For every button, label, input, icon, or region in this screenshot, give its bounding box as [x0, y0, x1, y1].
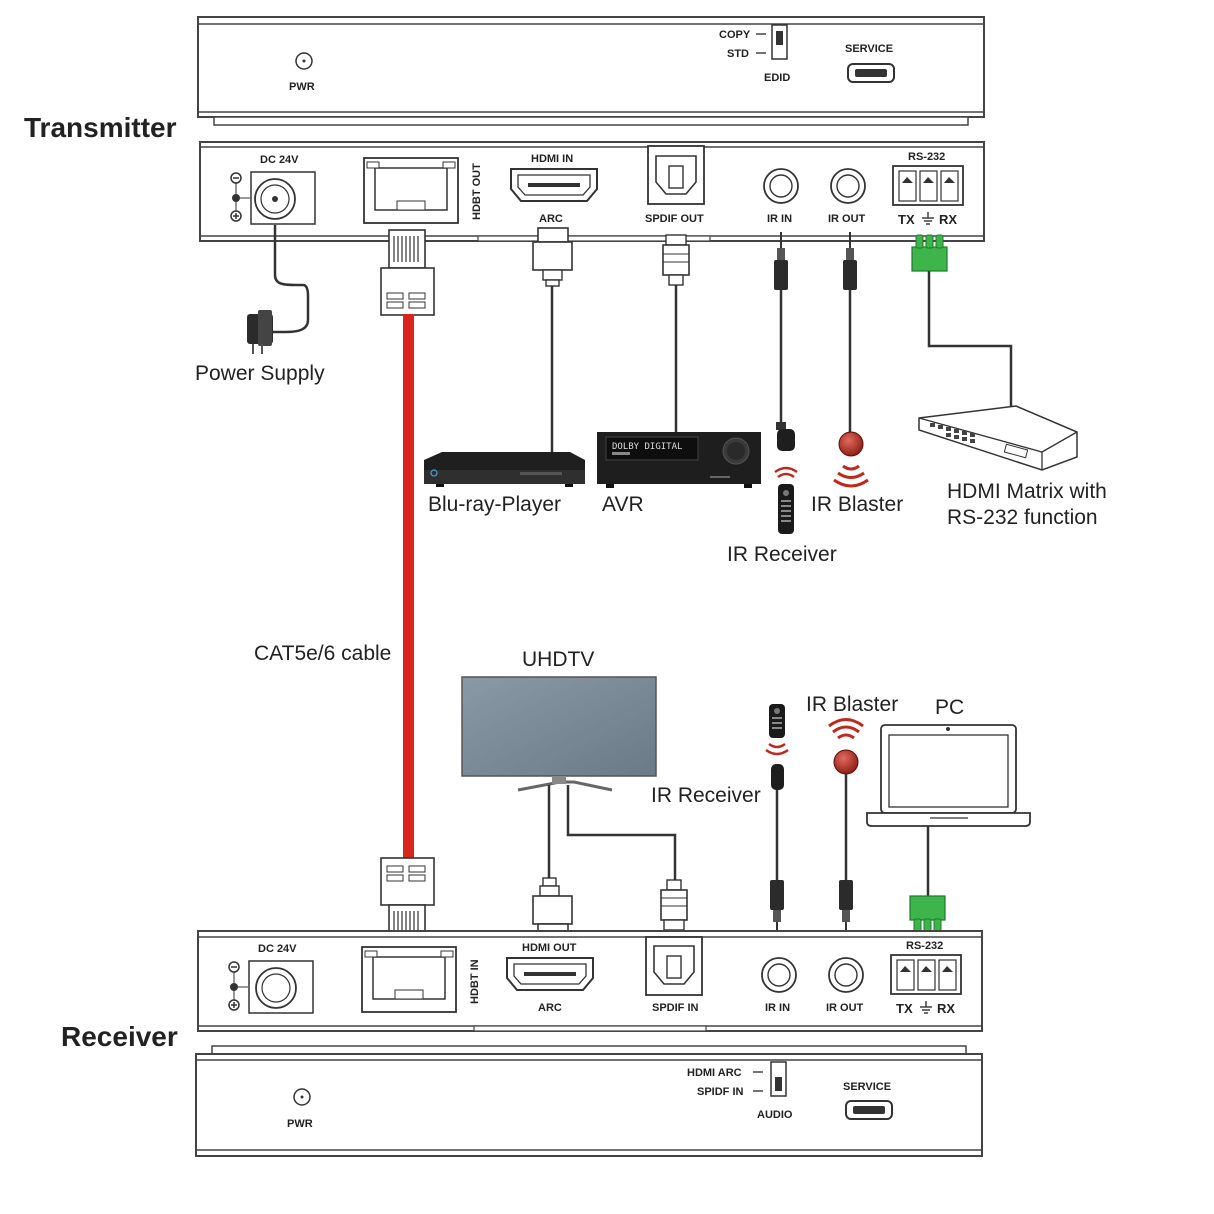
bluray-label: Blu-ray-Player	[428, 493, 561, 516]
bluray-player	[424, 452, 585, 487]
tx-std-label: STD	[727, 48, 749, 60]
tx-service-label: SERVICE	[845, 43, 893, 55]
rx-ir-blaster-label: IR Blaster	[806, 693, 898, 716]
rx-pwr-label: PWR	[287, 1118, 313, 1130]
transmitter-rear-panel: DC 24V HDBT OUT HDMI IN	[199, 141, 985, 242]
tx-rx-label: RX	[939, 212, 957, 227]
tx-spdif-out-port[interactable]	[647, 145, 705, 205]
tx-ir-blaster-head	[838, 431, 864, 457]
matrix-label-line2: RS-232 function	[947, 506, 1098, 529]
receiver-title: Receiver	[61, 1021, 178, 1052]
rx-ir-blaster-head	[833, 749, 859, 775]
transmitter-front-panel: PWR COPY STD EDID SERVICE	[197, 16, 985, 126]
rx-rs232-label: RS-232	[906, 940, 943, 952]
tx-ir-in-jack[interactable]	[763, 168, 799, 204]
edid-switch[interactable]	[771, 24, 788, 60]
tx-ir-out-jack[interactable]	[830, 168, 866, 204]
rx-rx-label: RX	[937, 1001, 955, 1016]
tx-dc-jack[interactable]	[250, 171, 316, 225]
rx-audio-label: AUDIO	[757, 1109, 793, 1121]
tx-copy-label: COPY	[719, 29, 751, 41]
rx-spdif-in-front-label: SPIDF IN	[697, 1086, 744, 1098]
receiver-rear-panel: DC 24V HDBT IN HDMI OUT	[197, 930, 983, 1032]
rx-spdif-in-label: SPDIF IN	[652, 1002, 699, 1014]
rx-rj45-plug	[380, 857, 435, 944]
rx-ir-receiver-remote-icon	[765, 704, 789, 756]
tx-ir-out-label: IR OUT	[828, 213, 866, 225]
avr: DOLBY DIGITAL	[597, 432, 761, 488]
rx-ir-blaster-waves-icon	[828, 718, 864, 740]
tx-ir-in-label: IR IN	[767, 213, 792, 225]
rx-hdbt-in-port[interactable]	[361, 946, 457, 1013]
rx-spdif-in-port[interactable]	[645, 936, 703, 996]
rx-ir-out-jack[interactable]	[828, 957, 864, 993]
power-led-icon	[295, 52, 313, 70]
rx-hdmi-out-port[interactable]	[506, 957, 594, 991]
rx-ir-in-jack[interactable]	[761, 957, 797, 993]
pc-label: PC	[935, 696, 964, 719]
rx-tx-label: TX	[896, 1001, 913, 1016]
rx-hdmi-arc-label: HDMI ARC	[687, 1067, 742, 1079]
rx-power-led-icon	[293, 1088, 311, 1106]
tx-hdbt-out-port[interactable]	[363, 157, 459, 224]
rx-ir-receiver-label: IR Receiver	[651, 784, 761, 807]
tx-rs232-label: RS-232	[908, 151, 945, 163]
rx-ground-icon	[920, 1001, 932, 1014]
tx-ir-blaster-label: IR Blaster	[811, 493, 903, 516]
polarity-icon	[230, 172, 250, 222]
tx-spdif-out-label: SPDIF OUT	[645, 213, 704, 225]
rx-service-port[interactable]	[845, 1100, 893, 1120]
hdmi-matrix	[918, 405, 1078, 471]
tx-rs232-plug	[911, 234, 948, 272]
pc-laptop	[866, 724, 1031, 827]
receiver-front-panel: PWR HDMI ARC SPIDF IN AUDIO SERVICE	[195, 1045, 983, 1157]
rx-polarity-icon	[228, 961, 248, 1011]
uhdtv-label: UHDTV	[522, 648, 594, 671]
rx-arc-label: ARC	[538, 1002, 562, 1014]
tx-pwr-label: PWR	[289, 81, 315, 93]
tx-service-port[interactable]	[847, 63, 895, 83]
transmitter-title: Transmitter	[24, 112, 177, 143]
tx-hdbt-out-label: HDBT OUT	[471, 163, 483, 220]
rx-dc-label: DC 24V	[258, 943, 297, 955]
tx-spdif-plug	[662, 234, 690, 286]
tx-ir-out-plug	[843, 232, 857, 290]
tx-ir-blaster-waves-icon	[833, 464, 869, 488]
rx-rs232-terminal[interactable]	[890, 954, 962, 995]
rx-dc-jack[interactable]	[248, 960, 314, 1014]
tx-hdmi-in-port[interactable]	[510, 168, 598, 202]
power-supply-label: Power Supply	[195, 362, 325, 385]
rx-ir-in-label: IR IN	[765, 1002, 790, 1014]
tx-edid-label: EDID	[764, 72, 790, 84]
matrix-label-line1: HDMI Matrix with	[947, 480, 1107, 503]
tx-dc-label: DC 24V	[260, 154, 299, 166]
tx-ir-receiver-label: IR Receiver	[727, 543, 837, 566]
rx-ir-receiver-head	[771, 764, 784, 790]
tx-arc-label: ARC	[539, 213, 563, 225]
rx-ir-out-label: IR OUT	[826, 1002, 864, 1014]
tx-rs232-terminal[interactable]	[892, 165, 964, 206]
tx-ir-receiver-head	[776, 422, 795, 451]
tx-hdmi-in-label: HDMI IN	[531, 153, 573, 165]
avr-label: AVR	[602, 493, 644, 516]
tx-tx-label: TX	[898, 212, 915, 227]
rx-hdmi-out-label: HDMI OUT	[522, 942, 577, 954]
rx-hdbt-in-label: HDBT IN	[469, 959, 481, 1004]
rx-rs232-plug	[909, 895, 946, 933]
tx-ir-in-plug	[774, 232, 788, 290]
cat-cable-label: CAT5e/6 cable	[254, 642, 391, 665]
rx-service-label: SERVICE	[843, 1081, 891, 1093]
ir-receiver-remote-icon	[774, 466, 798, 534]
avr-display-text: DOLBY DIGITAL	[612, 442, 682, 452]
rx-hdmi-plug	[532, 877, 573, 939]
audio-switch[interactable]	[770, 1061, 787, 1097]
tx-rj45-plug	[380, 229, 435, 316]
tx-hdmi-plug	[532, 227, 573, 287]
cat-cable	[403, 314, 414, 860]
rx-spdif-plug	[660, 879, 688, 931]
ground-icon	[922, 212, 934, 225]
uhdtv	[461, 676, 657, 792]
power-supply	[247, 225, 310, 354]
